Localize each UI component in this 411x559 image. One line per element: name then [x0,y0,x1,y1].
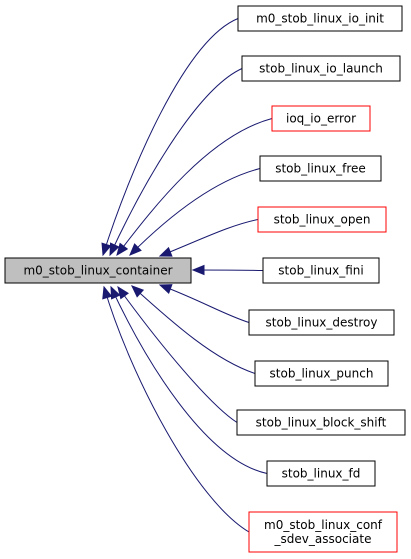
node-box [248,511,398,553]
node-label: stob_linux_free [275,162,366,176]
caller-node[interactable]: stob_linux_io_launch [241,55,401,82]
caller-node[interactable]: m0_stob_linux_conf_sdev_associate [248,511,398,553]
caller-node[interactable]: stob_linux_destroy [248,309,395,336]
arrowhead-icon [117,285,129,300]
node-label: stob_linux_fd [282,467,361,481]
node-label: m0_stob_linux_conf [264,518,383,532]
caller-node[interactable]: ioq_io_error [271,105,371,132]
node-box [271,105,371,132]
node-label: _sdev_associate [274,532,372,546]
arrowhead-icon [116,242,129,257]
call-edge [129,168,261,256]
call-edge [159,284,250,323]
arrowhead-icon [101,242,112,257]
node-label: stob_linux_destroy [266,316,378,330]
node-box [257,206,387,233]
node-label: stob_linux_open [274,213,371,227]
call-edge [109,68,243,256]
caller-node[interactable]: stob_linux_block_shift [236,409,406,436]
call-edges [101,18,273,533]
node-label: m0_stob_linux_container [23,264,172,278]
arrowhead-icon [110,285,121,300]
node-box [254,360,389,387]
caller-node[interactable]: stob_linux_open [257,206,387,233]
node-box [4,257,192,284]
caller-node[interactable]: stob_linux_punch [254,360,389,387]
graph-nodes: m0_stob_linux_container m0_stob_linux_io_… [4,5,406,553]
node-label: ioq_io_error [286,112,356,126]
arrowhead-icon [131,285,145,298]
node-label: m0_stob_linux_io_init [256,12,384,26]
caller-node[interactable]: stob_linux_fd [266,460,376,487]
node-box [248,309,395,336]
node-label: stob_linux_block_shift [256,416,387,430]
caller-node[interactable]: stob_linux_free [259,155,382,182]
arrowhead-icon [158,284,173,294]
caller-node[interactable]: stob_linux_fini [262,257,380,284]
node-box [259,155,382,182]
call-edge [116,118,273,256]
call-edge [110,286,268,474]
arrowhead-icon [102,285,113,300]
node-label: stob_linux_io_launch [259,62,383,76]
root-node: m0_stob_linux_container [4,257,192,284]
call-edge [117,286,238,423]
node-box [237,5,403,32]
node-label: stob_linux_punch [270,367,374,381]
node-box [236,409,406,436]
node-box [266,460,376,487]
node-label: stob_linux_fini [278,264,363,278]
arrowhead-icon [109,242,120,257]
node-box [241,55,401,82]
arrowhead-icon [191,264,205,276]
call-edge [131,285,256,374]
call-edge [102,18,239,256]
call-edge [103,286,250,533]
arrowhead-icon [158,246,173,257]
node-box [262,257,380,284]
caller-node[interactable]: m0_stob_linux_io_init [237,5,403,32]
arrowhead-icon [129,243,142,256]
call-edge [159,219,259,257]
